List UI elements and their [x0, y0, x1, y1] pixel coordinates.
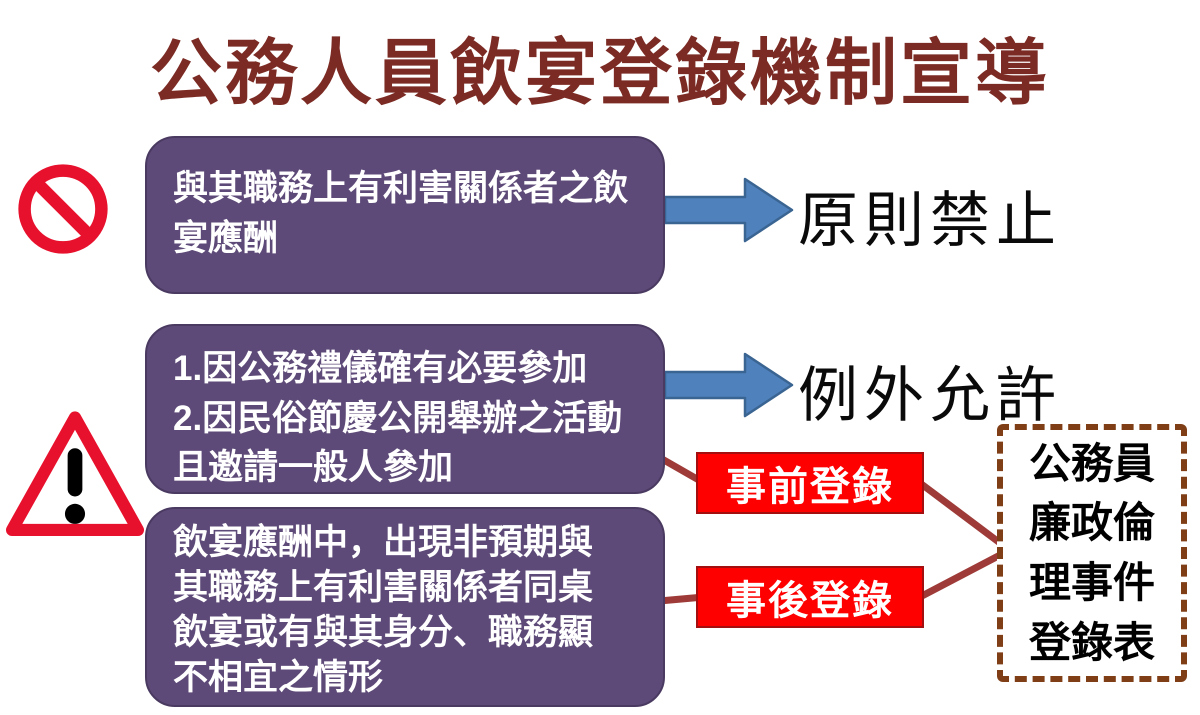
- form-text-line: 理事件: [1028, 559, 1155, 606]
- box-text-line: 1.因公務禮儀確有必要參加: [173, 349, 588, 388]
- exception-allowed-label: 例外允許: [798, 362, 1062, 429]
- box-text-line: 且邀請一般人參加: [173, 448, 454, 488]
- box-text-line: 與其職務上有利害關係者之飲: [173, 169, 629, 208]
- box-text-line: 不相宜之情形: [173, 658, 384, 698]
- arrow-right-icon: [663, 351, 795, 419]
- box-text-line: 宴應酬: [173, 218, 279, 258]
- no-entry-icon: [15, 161, 111, 257]
- box-text-line: 2.因民俗節慶公開舉辦之活動: [173, 398, 623, 438]
- page-title: 公務人員飲宴登錄機制宣導: [149, 34, 1050, 114]
- warning-triangle-icon: [4, 408, 146, 542]
- arrow-right-icon: [663, 176, 795, 244]
- prohibited-dining-box: 與其職務上有利害關係者之飲 宴應酬: [145, 136, 665, 294]
- form-text-line: 登錄表: [1028, 618, 1155, 666]
- box-text-line: 飲宴應酬中，出現非預期與: [173, 523, 594, 562]
- register-before-box: 事前登錄: [696, 452, 924, 514]
- form-text-line: 廉政倫: [1028, 499, 1155, 547]
- principle-forbidden-label: 原則禁止: [798, 187, 1062, 254]
- unexpected-dining-box: 飲宴應酬中，出現非預期與 其職務上有利害關係者同桌 飲宴或有與其身分、職務顯 不…: [145, 507, 665, 707]
- connector-before-to-form: [917, 480, 1007, 549]
- registration-form-box: 公務員 廉政倫 理事件 登錄表: [997, 424, 1187, 682]
- connector-after-to-form: [918, 549, 1006, 601]
- exception-conditions-box: 1.因公務禮儀確有必要參加 2.因民俗節慶公開舉辦之活動 且邀請一般人參加: [145, 324, 665, 494]
- box-text-line: 飲宴或有與其身分、職務顯: [173, 613, 594, 653]
- form-text-line: 公務員: [1028, 439, 1155, 487]
- box-text-line: 其職務上有利害關係者同桌: [173, 568, 594, 608]
- register-after-box: 事後登錄: [696, 566, 924, 628]
